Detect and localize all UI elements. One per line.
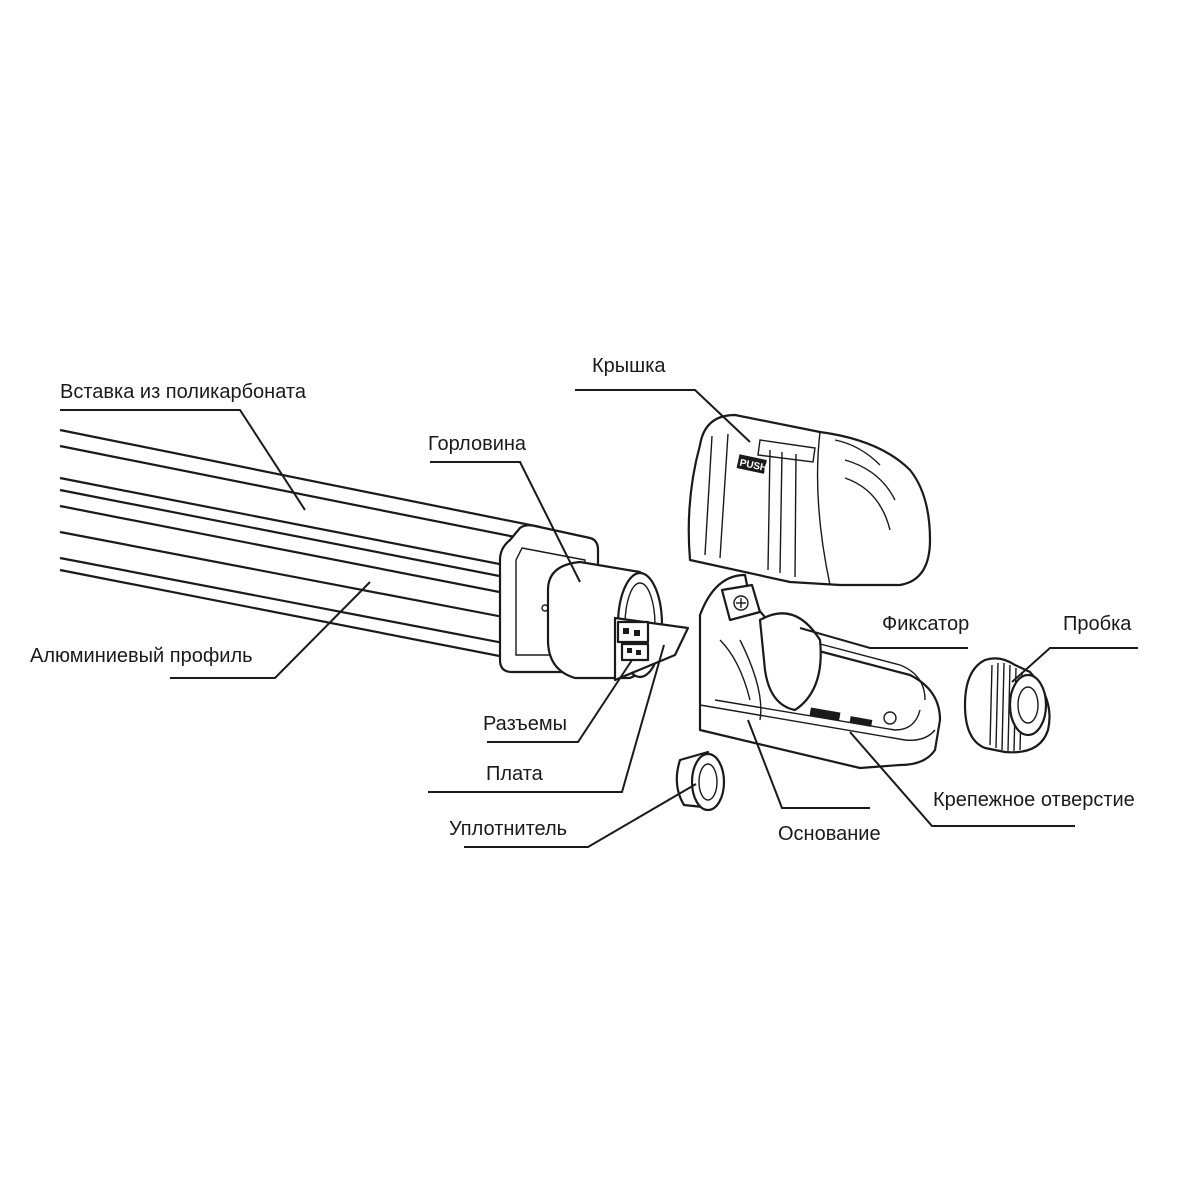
label-mounting-hole: Крепежное отверстие	[933, 789, 1135, 811]
leader-cover	[575, 389, 751, 443]
board-part	[613, 616, 690, 682]
label-board: Плата	[486, 763, 544, 785]
leader-neck	[430, 461, 581, 583]
leader-base	[747, 719, 870, 809]
labels: Вставка из поликарбоната Горловина Крышк…	[30, 355, 1135, 845]
label-neck: Горловина	[428, 433, 527, 455]
label-connectors: Разъемы	[483, 713, 567, 735]
label-cover: Крышка	[592, 355, 666, 377]
leader-aluminum-profile	[170, 581, 371, 679]
leader-lines	[60, 389, 1138, 848]
leader-board	[428, 644, 665, 793]
retainer-part	[719, 583, 822, 721]
cover-part: PUSH	[687, 413, 932, 587]
seal-part	[675, 750, 726, 812]
label-plug: Пробка	[1063, 613, 1132, 635]
label-aluminum-profile: Алюминиевый профиль	[30, 645, 253, 667]
aluminum-profile-part	[59, 428, 541, 666]
leader-polycarbonate-insert	[60, 409, 306, 511]
leader-mounting-hole	[849, 731, 1075, 827]
leader-retainer	[799, 627, 968, 649]
leader-connectors	[487, 659, 633, 743]
label-seal: Уплотнитель	[449, 818, 567, 840]
label-base: Основание	[778, 823, 881, 845]
plug-part	[963, 657, 1051, 754]
leader-plug	[1011, 647, 1138, 683]
label-polycarbonate-insert: Вставка из поликарбоната	[60, 381, 307, 403]
leader-seal	[464, 783, 697, 848]
label-retainer: Фиксатор	[882, 613, 969, 635]
